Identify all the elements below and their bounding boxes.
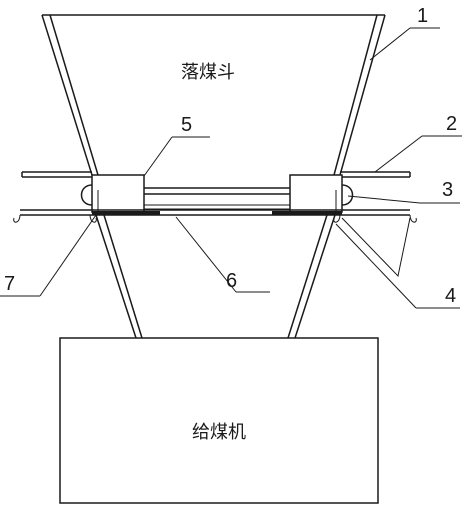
right-actuator-box [289, 174, 343, 213]
gate-assembly [80, 174, 354, 213]
callout-1: 1 [417, 5, 428, 27]
callout-3: 3 [442, 179, 453, 201]
left-hook [13, 214, 21, 223]
right-roller [341, 184, 354, 206]
upper-hopper [41, 14, 386, 176]
side-bracket [341, 217, 411, 278]
lower-chute [95, 214, 336, 339]
left-roller [80, 184, 93, 206]
upper-flange [21, 171, 411, 178]
feeder-label: 给煤机 [192, 422, 246, 443]
left-seal-plate [92, 211, 160, 215]
lower-flange [13, 209, 417, 223]
callout-5: 5 [181, 114, 192, 136]
callout-7: 7 [4, 273, 15, 295]
hopper-label: 落煤斗 [181, 62, 235, 83]
callout-6: 6 [226, 270, 237, 292]
callout-2: 2 [446, 113, 457, 135]
hook [89, 214, 97, 223]
left-actuator-box [91, 174, 145, 213]
callout-4: 4 [445, 285, 456, 307]
callout-leaders [0, 27, 462, 309]
right-hook [409, 214, 417, 223]
right-seal-plate [272, 211, 342, 215]
feeder-box [59, 337, 379, 504]
